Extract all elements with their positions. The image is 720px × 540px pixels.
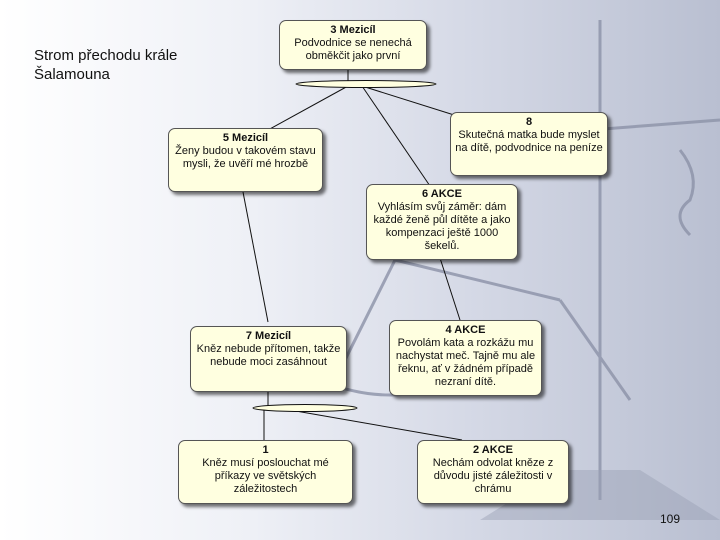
connector-link <box>242 191 269 323</box>
node-4-action: 4 AKCE Povolám kata a rozkážu mu nachyst… <box>389 320 542 396</box>
node-2-text: Nechám odvolat kněze z důvodu jisté zále… <box>432 457 554 495</box>
node-1-text: Kněz musí poslouchat mé příkazy ve světs… <box>202 457 329 495</box>
node-5-subgoal: 5 Mezicíl Ženy budou v takovém stavu mys… <box>168 128 323 192</box>
node-8-text: Skutečná matka bude myslet na dítě, podv… <box>455 129 603 154</box>
and-connector-bar <box>252 404 358 412</box>
connector-link <box>267 85 349 131</box>
node-7-subgoal: 7 Mezicíl Kněz nebude přítomen, takže ne… <box>190 326 347 392</box>
diagram-title: Strom přechodu krále Šalamouna <box>34 47 178 83</box>
node-6-text: Vyhlásím svůj záměr: dám každé ženě půl … <box>373 201 511 252</box>
node-8: 8 Skutečná matka bude myslet na dítě, po… <box>450 112 608 176</box>
node-1-heading: 1 <box>262 444 269 456</box>
node-2-heading: 2 AKCE <box>473 444 513 456</box>
node-3-subgoal: 3 Mezicíl Podvodnice se nenechá obměkčit… <box>279 20 427 70</box>
node-5-heading: 5 Mezicíl <box>222 132 269 144</box>
connector-link <box>439 257 461 321</box>
node-3-text: Podvodnice se nenechá obměkčit jako prvn… <box>294 37 412 62</box>
node-7-text: Kněz nebude přítomen, takže nebude moci … <box>196 343 341 368</box>
node-6-action: 6 AKCE Vyhlásím svůj záměr: dám každé že… <box>366 184 518 260</box>
node-5-text: Ženy budou v takovém stavu mysli, že uvě… <box>175 145 316 170</box>
node-6-heading: 6 AKCE <box>422 188 462 200</box>
node-3-heading: 3 Mezicíl <box>330 24 376 36</box>
page-number: 109 <box>659 512 681 526</box>
node-7-heading: 7 Mezicíl <box>245 330 292 342</box>
node-8-heading: 8 <box>525 116 533 128</box>
node-4-heading: 4 AKCE <box>445 324 486 336</box>
connector-link <box>361 85 431 187</box>
and-connector-bar <box>295 80 437 88</box>
node-2-action: 2 AKCE Nechám odvolat kněze z důvodu jis… <box>417 440 569 504</box>
connector-link <box>289 409 463 441</box>
node-4-text: Povolám kata a rozkážu mu nachystat meč.… <box>395 337 536 388</box>
node-1: 1 Kněz musí poslouchat mé příkazy ve svě… <box>178 440 353 504</box>
